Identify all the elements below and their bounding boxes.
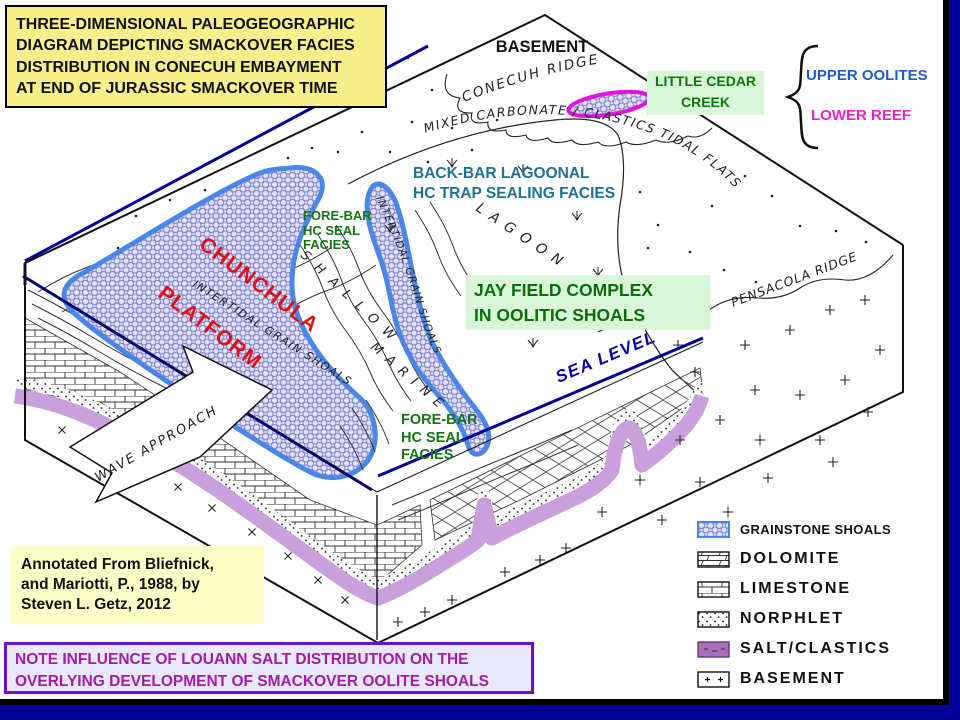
fore-bar-hc-seal-label-lower: FORE-BAR HC SEAL FACIES xyxy=(401,412,478,465)
lcc-line2: CREEK xyxy=(680,94,730,110)
little-cedar-creek-label: LITTLE CEDAR CREEK xyxy=(647,71,764,115)
forebar-lower-line2: HC SEAL xyxy=(401,429,465,446)
annotation-line3: Steven L. Getz, 2012 xyxy=(21,596,171,614)
basement-swatch xyxy=(697,670,730,688)
dolomite-swatch xyxy=(697,550,730,568)
note-line1: NOTE INFLUENCE OF LOUANN SALT DISTRIBUTI… xyxy=(15,651,469,668)
lagoon-label: LAGOON xyxy=(473,200,564,274)
legend-item-norphlet: NORPHLET xyxy=(697,610,891,628)
forebar-upper-line2: HC SEAL xyxy=(303,222,361,238)
legend-label: BASEMENT xyxy=(740,670,846,687)
note-line2: OVERLYING DEVELOPMENT OF SMACKOVER OOLIT… xyxy=(15,673,489,690)
legend-item-salt-clastics: SALT/CLASTICS xyxy=(697,640,891,658)
conecuh-ridge-label: CONECUH RIDGE xyxy=(460,51,599,105)
forebar-upper-line3: FACIES xyxy=(303,237,350,253)
title-box: THREE-DIMENSIONAL PALEOGEOGRAPHIC DIAGRA… xyxy=(5,5,387,109)
forebar-upper-line1: FORE-BAR xyxy=(303,208,372,223)
backbar-line1: BACK-BAR LAGOONAL xyxy=(413,165,590,182)
lcc-line1: LITTLE CEDAR xyxy=(654,73,757,89)
title-line: DIAGRAM DEPICTING SMACKOVER FACIES xyxy=(16,37,355,55)
legend-item-basement: BASEMENT xyxy=(697,670,891,688)
annotation-line2: and Mariotti, P., 1988, by xyxy=(21,576,200,594)
legend: GRAINSTONE SHOALS DOLOMITE LIMESTONE NOR… xyxy=(697,520,891,700)
forebar-lower-line3: FACIES xyxy=(401,447,454,464)
legend-item-limestone: LIMESTONE xyxy=(697,580,891,598)
upper-oolites-label: UPPER OOLITES xyxy=(806,67,928,84)
jay-line1: JAY FIELD COMPLEX xyxy=(474,280,653,300)
title-line: THREE-DIMENSIONAL PALEOGEOGRAPHIC xyxy=(16,16,355,33)
salt-clastics-swatch xyxy=(697,640,730,658)
annotation-credit-box: Annotated From Bliefnick, and Mariotti, … xyxy=(11,546,264,625)
svg-text:CONECUH RIDGE: CONECUH RIDGE xyxy=(460,51,601,105)
louann-salt-note-box: NOTE INFLUENCE OF LOUANN SALT DISTRIBUTI… xyxy=(4,642,534,694)
annotation-line1: Annotated From Bliefnick, xyxy=(21,556,214,573)
salt-clastics-band xyxy=(15,396,702,606)
forebar-lower-line1: FORE-BAR xyxy=(401,412,478,428)
limestone-swatch xyxy=(697,580,730,598)
svg-text:LAGOON: LAGOON xyxy=(473,200,572,274)
jay-field-complex-label: JAY FIELD COMPLEX IN OOLITIC SHOALS xyxy=(466,275,710,330)
fore-bar-hc-seal-label-upper: FORE-BAR HC SEAL FACIES xyxy=(303,208,372,253)
legend-label: SALT/CLASTICS xyxy=(740,640,892,657)
grainstone-shoals-swatch xyxy=(697,520,730,538)
sea-level-line xyxy=(377,336,704,478)
backbar-line2: HC TRAP SEALING FACIES xyxy=(413,185,616,203)
legend-label: LIMESTONE xyxy=(740,580,852,597)
basement-peak-label: BASEMENT xyxy=(496,38,589,56)
legend-label: NORPHLET xyxy=(740,610,844,627)
conecuh-ridge-scallop-line xyxy=(444,73,713,147)
reef-brace xyxy=(784,44,819,150)
norphlet-swatch xyxy=(697,610,730,628)
legend-label: GRAINSTONE SHOALS xyxy=(740,521,892,537)
wave-approach-arrow xyxy=(68,344,274,504)
paleogeographic-block-diagram: BASEMENT CONECUH RIDGE MIXED CARBONATE /… xyxy=(0,13,904,645)
dolomite-strata xyxy=(429,367,704,541)
legend-item-grainstone-shoals: GRAINSTONE SHOALS xyxy=(697,520,891,538)
intertidal-grain-shoal-band xyxy=(364,181,492,457)
legend-item-dolomite: DOLOMITE xyxy=(697,550,891,568)
frame-border-right xyxy=(943,0,949,705)
frame-border-bottom xyxy=(0,699,949,705)
title-line: AT END OF JURASSIC SMACKOVER TIME xyxy=(16,79,338,97)
lower-reef-label: LOWER REEF xyxy=(811,107,911,124)
legend-label: DOLOMITE xyxy=(740,550,841,567)
jay-line2: IN OOLITIC SHOALS xyxy=(474,304,646,325)
block-edges xyxy=(24,13,904,645)
chunchula-platform-shoal xyxy=(61,165,378,481)
back-bar-lagoonal-label: BACK-BAR LAGOONAL HC TRAP SEALING FACIES xyxy=(413,164,615,204)
lagoon-hillside-curve xyxy=(347,118,701,397)
title-line: DISTRIBUTION IN CONECUH EMBAYMENT xyxy=(16,58,342,76)
